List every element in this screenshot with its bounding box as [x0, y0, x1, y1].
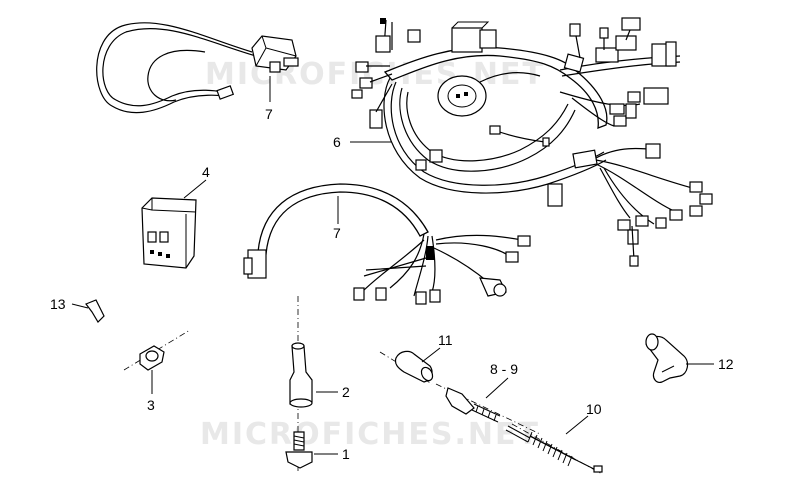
part-13-clip[interactable]	[85, 299, 105, 323]
part-1-screw[interactable]	[285, 431, 313, 469]
callout-2: 2	[342, 384, 350, 400]
part-12-plug-cap[interactable]	[645, 333, 689, 383]
callout-12: 12	[718, 356, 734, 372]
part-4-control-unit[interactable]	[141, 197, 197, 269]
callout-11: 11	[438, 332, 453, 348]
part-11-boot[interactable]	[379, 350, 435, 385]
part-6-main-harness[interactable]	[351, 17, 713, 267]
watermark-bottom: MICROFICHES.NET	[200, 417, 540, 452]
callout-5: 7	[265, 106, 273, 122]
leader-lines	[71, 76, 714, 455]
part-8-9-pin[interactable]	[435, 383, 541, 435]
callout-1: 1	[342, 446, 350, 462]
callout-13: 13	[50, 296, 66, 312]
part-7-secondary-harness[interactable]	[243, 183, 531, 305]
part-5-relay-lead[interactable]	[96, 22, 299, 114]
part-2-spacer[interactable]	[289, 296, 313, 474]
callout-10: 10	[586, 401, 602, 417]
part-3-grommet[interactable]	[123, 329, 191, 371]
part-10-spring-cable[interactable]	[505, 423, 603, 475]
callout-4: 4	[202, 164, 210, 180]
callout-8-9: 8 - 9	[490, 361, 518, 377]
callout-3: 3	[147, 397, 155, 413]
callout-7: 7	[333, 225, 341, 241]
callout-6: 6	[333, 134, 341, 150]
